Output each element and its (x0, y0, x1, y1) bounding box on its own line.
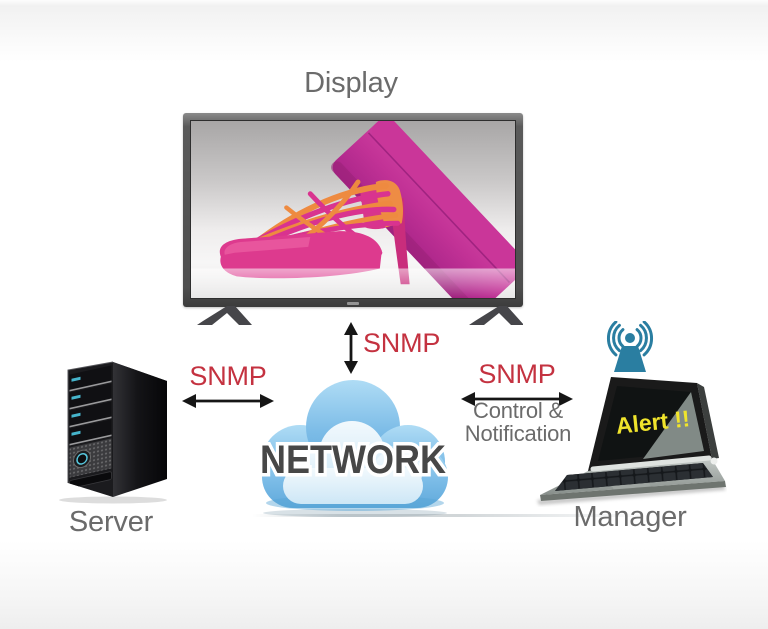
display-tv (183, 113, 523, 307)
display-label: Display (304, 67, 398, 99)
server-label: Server (68, 506, 154, 538)
snmp-manager-label: SNMP (478, 359, 556, 389)
control-description-line2: Notification (464, 421, 572, 446)
manager-label: Manager (573, 501, 687, 533)
tv-foot-left-icon (197, 306, 252, 325)
snmp-arrow-network-manager-icon (461, 392, 573, 406)
ground-shadow (252, 514, 650, 517)
wireless-alert-icon (606, 321, 654, 372)
snmp-server-label: SNMP (189, 361, 267, 391)
manager-laptop-icon: Alert !! (537, 377, 726, 505)
network-label: NETWORK (260, 438, 446, 482)
snmp-display-label: SNMP (363, 328, 441, 358)
control-description-line1: Control & (473, 398, 563, 423)
server-tower-icon (59, 361, 167, 504)
snmp-arrow-server-network-icon (182, 394, 274, 408)
pink-heel-and-clutch-image (191, 121, 515, 298)
snmp-arrow-display-network-icon (344, 322, 358, 374)
tv-screen (190, 120, 516, 299)
tv-foot-right-icon (469, 306, 523, 325)
tv-feet (197, 306, 523, 325)
network-cloud-icon: NETWORK (257, 380, 450, 517)
tv-brand-logo (347, 302, 359, 305)
